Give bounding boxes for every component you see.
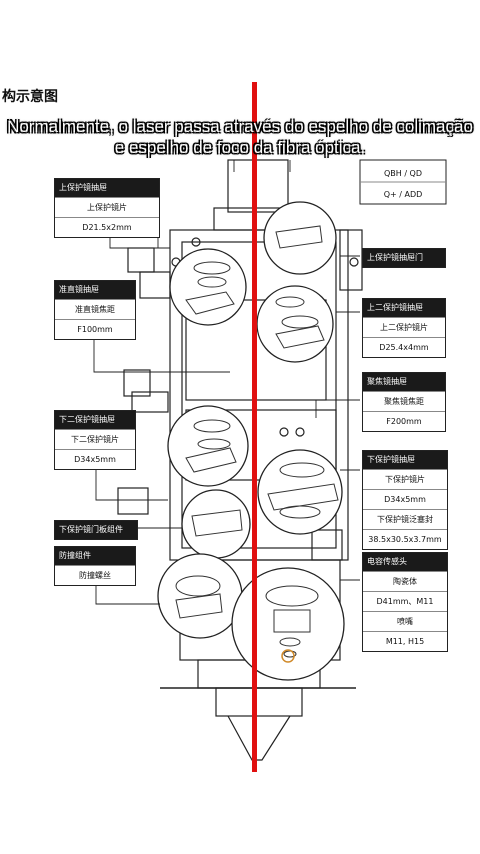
callout-row: 准直镜焦距: [55, 299, 135, 319]
callout-row: D34x5mm: [55, 449, 135, 469]
callout-row: 下二保护镜片: [55, 429, 135, 449]
callout-row: 38.5x30.5x3.7mm: [363, 529, 447, 549]
callout-header: 电容传感头: [363, 553, 447, 571]
callout-row: 喷嘴: [363, 611, 447, 631]
diagram-title: 构示意图: [2, 89, 58, 105]
callout-row: D25.4x4mm: [363, 337, 445, 357]
callout-header: 上保护镜抽屉: [55, 179, 159, 197]
callout-anti-collision-assembly: 防撞组件 防撞螺丝: [54, 546, 136, 586]
video-caption: Normalmente, o laser passa através do es…: [7, 117, 473, 157]
callout-row: 上二保护镜片: [363, 317, 445, 337]
laser-beam: [252, 82, 257, 772]
callout-lower-protective-drawer: 下保护镜抽屉 下保护镜片 D34x5mm 下保护镜泛塞封 38.5x30.5x3…: [362, 450, 448, 550]
callout-row: D21.5x2mm: [55, 217, 159, 237]
callout-row: M11, H15: [363, 631, 447, 651]
callout-header: 上保护镜抽屉门: [363, 249, 445, 267]
callout-capacitive-sensor-head: 电容传感头 陶瓷体 D41mm、M11 喷嘴 M11, H15: [362, 552, 448, 652]
callout-header: 下保护镜抽屉: [363, 451, 447, 469]
callout-row: D34x5mm: [363, 489, 447, 509]
callout-header: 聚焦镜抽屉: [363, 373, 445, 391]
callout-row: 下保护镜泛塞封: [363, 509, 447, 529]
callout-lower-second-protective-drawer: 下二保护镜抽屉 下二保护镜片 D34x5mm: [54, 410, 136, 470]
callout-collimator-drawer: 准直镜抽屉 准直镜焦距 F100mm: [54, 280, 136, 340]
callout-row: 下保护镜片: [363, 469, 447, 489]
callout-upper-protective-drawer-door: 上保护镜抽屉门: [362, 248, 446, 268]
callout-row: 防撞螺丝: [55, 565, 135, 585]
callout-row: D41mm、M11: [363, 591, 447, 611]
callout-header: 防撞组件: [55, 547, 135, 565]
callout-row: 陶瓷体: [363, 571, 447, 591]
callout-focus-lens-drawer: 聚焦镜抽屉 聚焦镜焦距 F200mm: [362, 372, 446, 432]
callout-header: 下二保护镜抽屉: [55, 411, 135, 429]
callout-row: F100mm: [55, 319, 135, 339]
callout-upper-protective-drawer: 上保护镜抽屉 上保护镜片 D21.5x2mm: [54, 178, 160, 238]
callout-header: 下保护镜门板组件: [55, 521, 137, 539]
callout-row: 上保护镜片: [55, 197, 159, 217]
callout-header: 准直镜抽屉: [55, 281, 135, 299]
callout-upper-second-protective-drawer: 上二保护镜抽屉 上二保护镜片 D25.4x4mm: [362, 298, 446, 358]
callout-header: 上二保护镜抽屉: [363, 299, 445, 317]
callout-row: F200mm: [363, 411, 445, 431]
connector-label-qbh: QBH / QD: [384, 169, 422, 178]
connector-label-q-plus: Q+ / ADD: [384, 190, 423, 199]
callout-lower-protective-door-assembly: 下保护镜门板组件: [54, 520, 138, 540]
callout-row: 聚焦镜焦距: [363, 391, 445, 411]
